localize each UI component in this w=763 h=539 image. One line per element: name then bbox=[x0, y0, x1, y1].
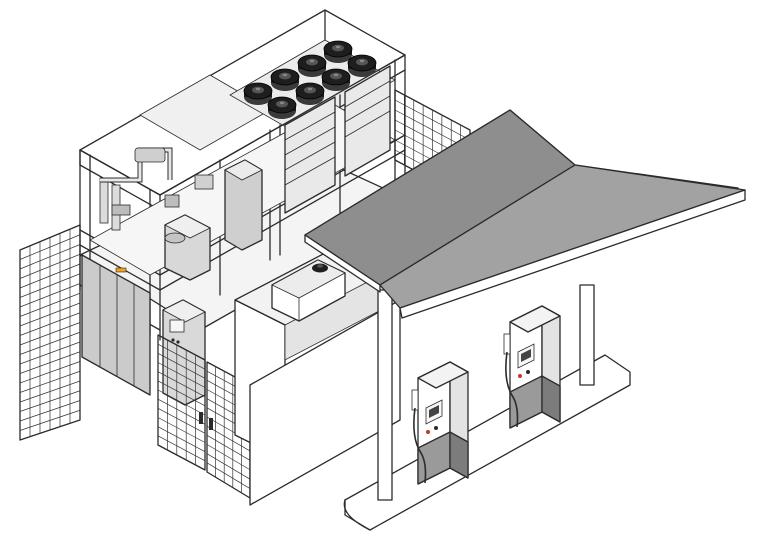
fan-icon bbox=[267, 96, 297, 119]
control-cabinet bbox=[162, 299, 206, 406]
fan-icon bbox=[270, 68, 300, 91]
compressor-fan-icon bbox=[312, 263, 328, 273]
air-cooler-panels bbox=[284, 65, 391, 214]
fan-icon bbox=[321, 68, 351, 91]
canopy-column-right bbox=[579, 284, 595, 386]
fuel-dispenser-icon bbox=[503, 305, 561, 429]
upper-cabinet bbox=[224, 159, 263, 251]
compressor-unit bbox=[271, 259, 346, 322]
fan-icon bbox=[295, 82, 325, 105]
canopy bbox=[304, 109, 746, 531]
upper-tank bbox=[164, 214, 211, 281]
canopy-column-left bbox=[377, 289, 393, 501]
upper-piping bbox=[99, 147, 214, 231]
fan-icon bbox=[297, 54, 327, 77]
cooling-fans bbox=[243, 40, 377, 119]
lower-control-bank bbox=[81, 254, 151, 396]
cabinet-display-icon bbox=[169, 319, 185, 333]
left-fence-mesh bbox=[19, 229, 81, 437]
heat-exchanger bbox=[134, 147, 166, 163]
fuel-dispenser-icon bbox=[411, 361, 469, 485]
gate-latch-icon bbox=[199, 412, 203, 424]
fan-icon bbox=[347, 54, 377, 77]
equipment-rack bbox=[79, 9, 406, 396]
fan-icon bbox=[243, 82, 273, 105]
warning-light-icon bbox=[115, 267, 127, 273]
fan-icon bbox=[323, 40, 353, 63]
